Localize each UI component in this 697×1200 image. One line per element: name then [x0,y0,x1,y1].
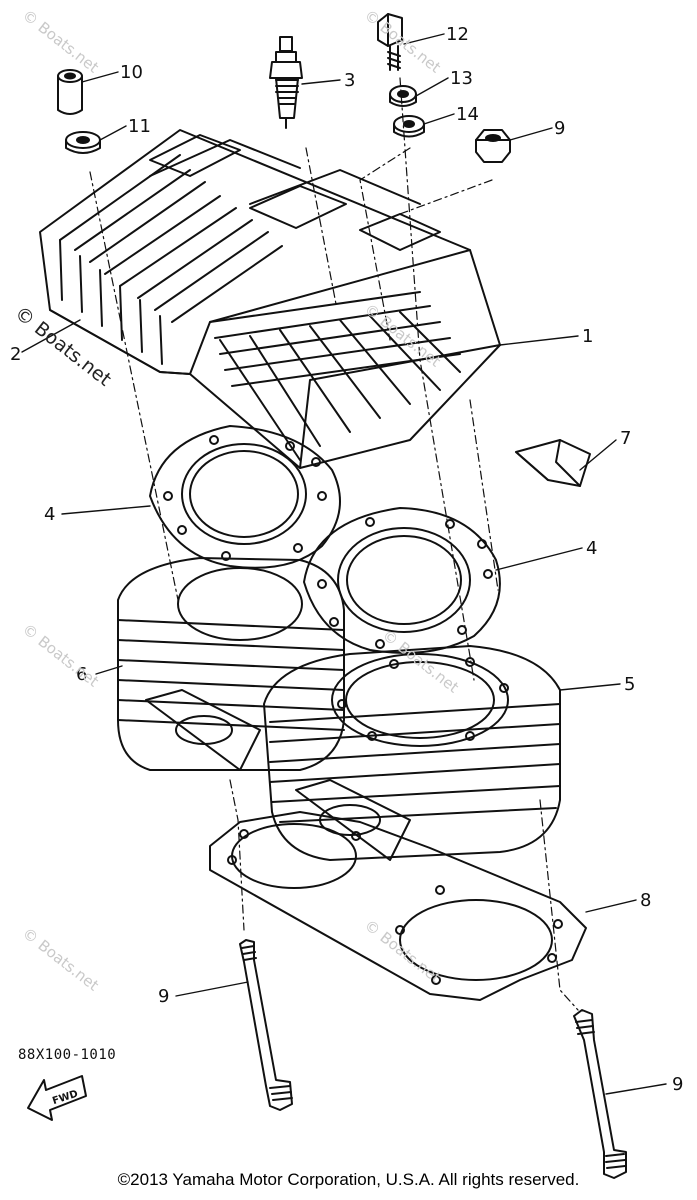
copyright-notice: ©2013 Yamaha Motor Corporation, U.S.A. A… [117,1170,580,1189]
callout-6: 6 [76,664,87,685]
part-9-stud-right[interactable] [573,1009,627,1179]
part-7-cap[interactable] [515,439,591,487]
callout-8: 8 [640,890,651,911]
callout-9-left: 9 [158,986,169,1007]
diagram-code: 88X100-1010 [18,1047,117,1063]
callout-2: 2 [10,344,21,365]
assembly-guide-lines [89,77,579,1011]
callout-3: 3 [344,70,355,91]
callout-4-right: 4 [586,538,597,559]
callout-leaders [21,33,667,1095]
part-15-washer[interactable] [393,115,425,138]
part-8-base-gasket[interactable] [209,811,587,1001]
callout-12: 11 [128,116,151,137]
callout-14: 13 [450,68,473,89]
callout-15: 14 [456,104,479,125]
part-14-lock-washer[interactable] [389,85,417,107]
callout-4-left: 4 [44,504,55,525]
forward-arrow-icon: FWD [27,1075,87,1121]
part-9-stud-left[interactable] [239,939,293,1111]
part-11-collar[interactable] [57,69,83,115]
part-12-washer[interactable] [65,131,101,154]
part-6-cylinder-left[interactable] [117,557,345,771]
part-3-spark-plug[interactable] [269,36,303,129]
callout-13: 12 [446,24,469,45]
part-10-nut[interactable] [475,129,511,163]
part-4-gasket-left[interactable] [149,425,341,569]
callout-1: 1 [582,326,593,347]
callout-9-right: 9 [672,1074,683,1095]
part-4-gasket-right[interactable] [303,507,501,654]
callout-11: 10 [120,62,143,83]
callout-5: 5 [624,674,635,695]
part-5-cylinder-right[interactable] [263,645,561,861]
part-13-bolt[interactable] [377,13,403,71]
callout-7: 7 [620,428,631,449]
callout-10: 9 [554,118,565,139]
part-1-cylinder-head[interactable] [39,129,501,469]
callout-labels: 10 11 3 12 13 14 9 1 2 7 4 4 6 5 8 9 9 [10,24,683,1095]
